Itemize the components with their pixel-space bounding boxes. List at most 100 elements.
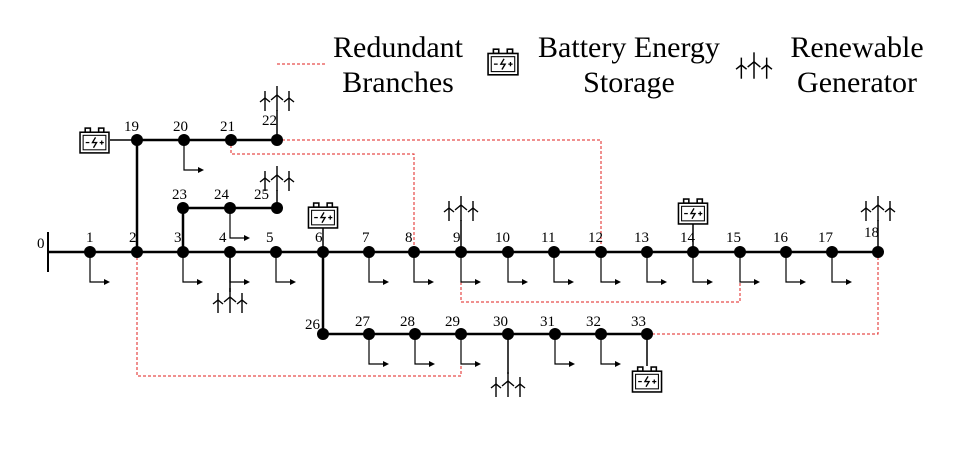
- load-arrow-bus-1: [104, 279, 110, 285]
- bus-label-22: 22: [262, 113, 277, 129]
- load-arrow-bus-14: [707, 279, 713, 285]
- bus-node-13: [641, 246, 653, 258]
- load-line-bus-3: [182, 252, 201, 283]
- battery-icon-bus-33: [631, 366, 663, 393]
- battery-icon-bus-14: [677, 198, 709, 225]
- bus-label-25: 25: [254, 187, 269, 203]
- load-line-bus-28: [414, 334, 433, 365]
- bus-node-28: [409, 328, 421, 340]
- bus-node-7: [363, 246, 375, 258]
- bus-label-13: 13: [634, 230, 649, 246]
- bus-node-18: [872, 246, 884, 258]
- device-connectors: [110, 139, 879, 374]
- bus-label-20: 20: [173, 119, 188, 135]
- bus-node-1: [84, 246, 96, 258]
- bus-label-12: 12: [588, 230, 603, 246]
- load-line-bus-32: [600, 334, 619, 365]
- bus-label-1: 1: [86, 230, 94, 246]
- legend-battery-label-line1: Battery Energy: [538, 31, 720, 64]
- battery-icon-bus-6: [307, 202, 339, 229]
- bus-node-4: [224, 246, 236, 258]
- load-arrow-bus-24: [244, 235, 250, 241]
- bus-label-16: 16: [773, 230, 789, 246]
- bus-label-33: 33: [631, 314, 646, 330]
- bus-node-5: [270, 246, 282, 258]
- load-arrow-bus-9: [475, 279, 481, 285]
- load-arrow-bus-29: [475, 361, 481, 367]
- battery-icon-bus-19: [79, 127, 110, 154]
- bus-label-2: 2: [129, 230, 137, 246]
- bus-node-22: [271, 134, 283, 146]
- load-arrow-bus-32: [615, 361, 621, 367]
- load-arrow-bus-20: [198, 167, 204, 173]
- bus-label-14: 14: [680, 230, 696, 246]
- bus-node-30: [502, 328, 514, 340]
- wind-turbine-icon-bus-18: [860, 195, 896, 222]
- bus-node-16: [780, 246, 792, 258]
- load-line-bus-13: [646, 252, 665, 283]
- redundant-branch-2-29: [136, 252, 462, 377]
- load-line-bus-9: [460, 252, 479, 283]
- bus-label-11: 11: [541, 230, 555, 246]
- redundant-branch-33-18: [647, 252, 879, 335]
- bus-label-4: 4: [219, 230, 227, 246]
- bus-node-31: [549, 328, 561, 340]
- load-arrow-bus-12: [615, 279, 621, 285]
- bus-label-28: 28: [400, 314, 415, 330]
- legend-redundant-label-line1: Redundant: [333, 31, 464, 64]
- bus-node-27: [363, 328, 375, 340]
- bus-label-9: 9: [453, 230, 461, 246]
- load-arrow-bus-16: [800, 279, 806, 285]
- bus-node-12: [595, 246, 607, 258]
- load-line-bus-14: [692, 252, 711, 283]
- battery-storage-units: [79, 127, 709, 393]
- bus-node-33: [641, 328, 653, 340]
- bus-label-23: 23: [172, 187, 187, 203]
- load-arrow-bus-27: [383, 361, 389, 367]
- load-arrow-bus-31: [569, 361, 575, 367]
- bus-label-18: 18: [864, 225, 879, 241]
- bus-label-7: 7: [362, 230, 370, 246]
- load-arrow-bus-17: [846, 279, 852, 285]
- legend: Redundant Branches Battery Energy Storag…: [277, 31, 924, 99]
- legend-battery-label-line2: Storage: [583, 66, 675, 99]
- bus-label-5: 5: [266, 230, 274, 246]
- bus-node-6: [317, 246, 329, 258]
- bus-label-32: 32: [586, 314, 601, 330]
- load-line-bus-27: [368, 334, 387, 365]
- bus-node-19: [131, 134, 143, 146]
- bus-node-9: [455, 246, 467, 258]
- main-branches: [47, 110, 878, 336]
- bus-node-32: [595, 328, 607, 340]
- bus-label-30: 30: [493, 314, 508, 330]
- wind-turbine-icon-bus-22: [259, 85, 295, 112]
- redundant-branch-21-8: [230, 140, 415, 252]
- bus-label-19: 19: [124, 119, 139, 135]
- bus-node-25: [271, 202, 283, 214]
- load-arrow-bus-8: [428, 279, 434, 285]
- load-arrow-bus-15: [754, 279, 760, 285]
- battery-icon: [487, 48, 519, 76]
- bus-label-17: 17: [818, 230, 834, 246]
- bus-label-27: 27: [355, 314, 371, 330]
- load-line-bus-15: [739, 252, 758, 283]
- wind-turbine-icon-bus-4: [212, 287, 248, 314]
- legend-renewable-label-line2: Generator: [797, 66, 917, 99]
- bus-node-8: [408, 246, 420, 258]
- bus-label-31: 31: [540, 314, 555, 330]
- load-arrow-bus-4: [244, 279, 250, 285]
- load-arrow-bus-28: [429, 361, 435, 367]
- bus-label-6: 6: [315, 230, 323, 246]
- bus-node-2: [131, 246, 143, 258]
- bus-node-23: [177, 202, 189, 214]
- bus-node-20: [178, 134, 190, 146]
- legend-redundant-label-line2: Branches: [342, 66, 454, 99]
- bus-node-11: [548, 246, 560, 258]
- load-line-bus-29: [460, 334, 479, 365]
- load-line-bus-1: [89, 252, 108, 283]
- bus-node-29: [455, 328, 467, 340]
- load-arrow-bus-13: [661, 279, 667, 285]
- load-arrow-bus-3: [197, 279, 203, 285]
- bus-node-3: [177, 246, 189, 258]
- load-line-bus-16: [785, 252, 804, 283]
